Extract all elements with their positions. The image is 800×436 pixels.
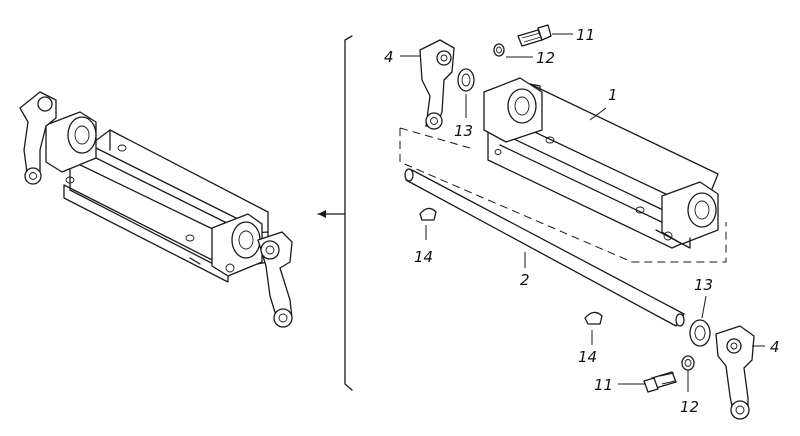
explode-bracket: [317, 35, 353, 391]
washer-part-13-lower: [689, 319, 711, 347]
callout-11-lower: 11: [594, 376, 613, 394]
callout-1: 1: [608, 86, 618, 104]
callout-4-lower: 4: [770, 338, 780, 356]
callout-labels: 1 2 4 4 11 11 12 12 13 13 14 14: [384, 26, 780, 416]
leader-lines: [400, 33, 765, 392]
callout-14-lower: 14: [578, 348, 597, 366]
lock-washer-part-12-upper: [493, 43, 505, 57]
assembled-view: [19, 91, 293, 328]
key-part-14-lower: [584, 311, 603, 325]
key-part-14-upper: [419, 207, 437, 221]
housing-part-1: [483, 77, 719, 249]
callout-4-upper: 4: [384, 48, 394, 66]
dashed-group-outline: [399, 128, 727, 263]
callout-2: 2: [520, 271, 530, 289]
callout-12-lower: 12: [680, 398, 699, 416]
callout-13-upper: 13: [454, 122, 473, 140]
callout-11-upper: 11: [576, 26, 595, 44]
bolt-part-11-upper: [517, 24, 552, 47]
washer-part-13-upper: [457, 68, 475, 92]
bolt-part-11-lower: [643, 371, 677, 393]
callout-13-lower: 13: [694, 276, 713, 294]
lever-part-4-lower: [715, 325, 755, 420]
lock-washer-part-12-lower: [681, 355, 695, 371]
callout-14-upper: 14: [414, 248, 433, 266]
lever-part-4-upper: [419, 39, 455, 130]
shaft-part-2: [404, 168, 685, 327]
callout-12-upper: 12: [536, 49, 555, 67]
